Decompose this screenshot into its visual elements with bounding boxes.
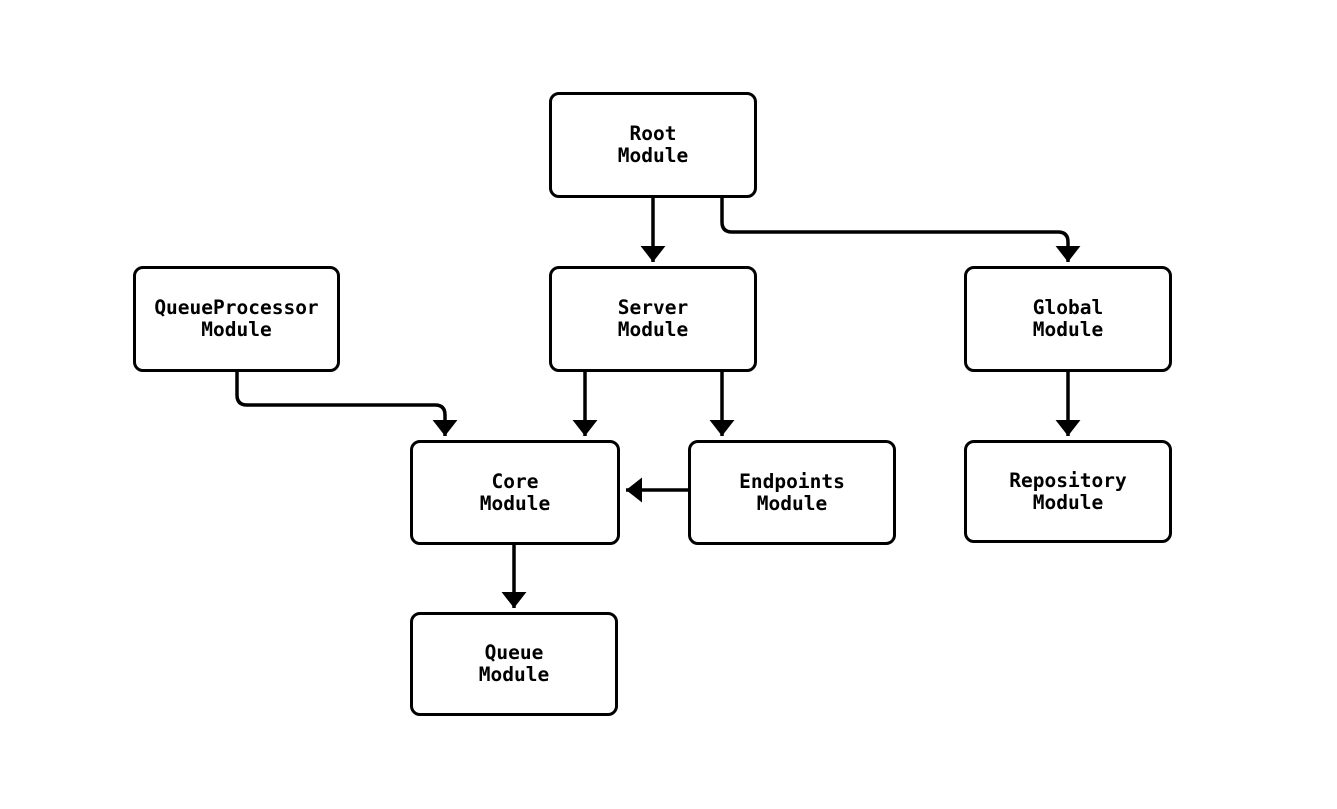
edge-queueprocessor-to-core <box>235 372 458 436</box>
node-queueprocessor-module: QueueProcessor Module <box>133 266 340 372</box>
node-repository-module: Repository Module <box>964 440 1172 543</box>
node-endpoints-module: Endpoints Module <box>688 440 896 545</box>
node-server-module: Server Module <box>549 266 757 372</box>
node-global-module: Global Module <box>964 266 1172 372</box>
node-core-module: Core Module <box>410 440 620 545</box>
node-queue-module: Queue Module <box>410 612 618 716</box>
edge-root-to-global <box>720 198 1081 262</box>
node-root-module: Root Module <box>549 92 757 198</box>
